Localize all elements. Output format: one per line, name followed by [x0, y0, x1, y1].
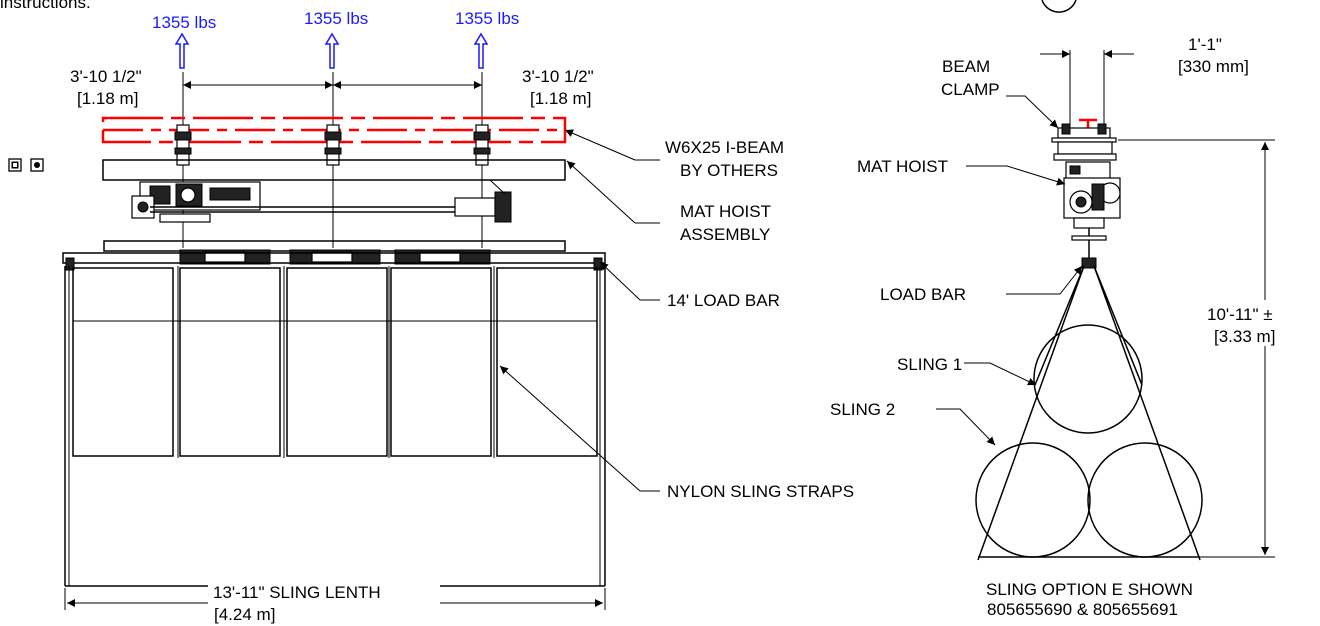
load-arrow-3 — [473, 32, 489, 69]
load-label-2: 1355 lbs — [304, 9, 368, 28]
load-arrow-1 — [174, 32, 190, 69]
right-spacing-dim: 3'-10 1/2" — [522, 67, 594, 86]
right-leaders — [936, 95, 1083, 446]
box-icon — [8, 158, 22, 172]
left-leaders — [499, 129, 660, 492]
sling-2-label: SLING 2 — [830, 400, 895, 419]
mat-hoist-assembly-label-1: MAT HOIST — [680, 202, 771, 221]
load-bar-14-label: 14' LOAD BAR — [667, 291, 780, 310]
beam-clamp-label-1: BEAM — [942, 57, 990, 76]
sling-length-dim: 13'-11" SLING LENTH — [213, 583, 381, 602]
caption-line-2: 805655690 & 805655691 — [987, 600, 1178, 619]
top-fragment-text: instructions. — [0, 0, 91, 12]
ibeam-label-1: W6X25 I-BEAM — [665, 138, 784, 157]
hoist-plate — [102, 159, 566, 181]
sling-length-metric: [4.24 m] — [214, 605, 275, 624]
load-bar-chains — [179, 249, 491, 265]
beam-clamps — [174, 124, 491, 166]
ibeam-label-2: BY OTHERS — [680, 161, 778, 180]
mat-hoist-side — [1053, 141, 1121, 269]
clamp-width-dimension — [1040, 50, 1134, 128]
left-spacing-metric: [1.18 m] — [77, 89, 138, 108]
height-metric: [3.33 m] — [1214, 327, 1275, 346]
left-spacing-dim: 3'-10 1/2" — [70, 67, 142, 86]
sling-straps — [64, 266, 606, 587]
sling-1-label: SLING 1 — [897, 355, 962, 374]
mat-hoist-mechanism — [131, 179, 512, 223]
beam-clamp-side — [1051, 118, 1117, 143]
sling-length-dimension — [64, 582, 606, 622]
load-bar-label: LOAD BAR — [880, 285, 966, 304]
load-arrow-2 — [324, 32, 340, 69]
lower-load-bar — [62, 252, 606, 264]
load-label-1: 1355 lbs — [152, 13, 216, 32]
mat-hoist-label: MAT HOIST — [857, 157, 948, 176]
load-label-3: 1355 lbs — [455, 9, 519, 28]
clamp-width-metric: [330 mm] — [1178, 57, 1249, 76]
beam-clamp-label-2: CLAMP — [941, 80, 1000, 99]
nylon-straps-label: NYLON SLING STRAPS — [667, 482, 854, 501]
square-dot-icon — [30, 158, 44, 172]
mat-hoist-assembly-label-2: ASSEMBLY — [680, 225, 770, 244]
height-dimension — [1118, 139, 1312, 558]
right-spacing-metric: [1.18 m] — [530, 89, 591, 108]
caption-line-1: SLING OPTION E SHOWN — [986, 580, 1193, 599]
height-dim: 10'-11" ± — [1207, 305, 1273, 324]
clamp-width-dim: 1'-1" — [1188, 35, 1222, 54]
sling-side-view — [975, 265, 1203, 561]
circle-fragment — [1041, 0, 1077, 13]
